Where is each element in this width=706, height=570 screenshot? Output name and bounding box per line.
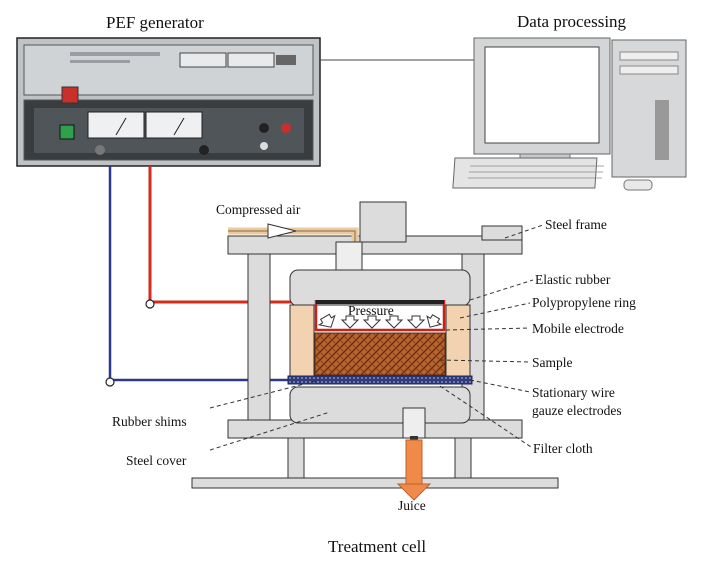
leader-lines xyxy=(209,224,544,451)
elastic-rubber-label: Elastic rubber xyxy=(535,272,611,287)
pressure-arrows xyxy=(317,313,443,329)
steel-frame xyxy=(191,201,559,489)
pef-generator-title: PEF generator xyxy=(106,13,204,32)
treatment-cell-caption: Treatment cell xyxy=(328,537,426,556)
pressure-label: Pressure xyxy=(348,303,394,318)
juice-label: Juice xyxy=(398,498,426,513)
pef-generator-cabinet xyxy=(16,37,321,167)
stationary-electrode-label-2: gauze electrodes xyxy=(532,403,622,418)
mobile-electrode-label: Mobile electrode xyxy=(532,321,624,336)
blue-wire xyxy=(105,166,290,387)
stationary-electrode-label-1: Stationary wire xyxy=(532,385,615,400)
polypropylene-ring-label: Polypropylene ring xyxy=(532,295,636,310)
filter-cloth-label: Filter cloth xyxy=(533,441,593,456)
steel-frame-label: Steel frame xyxy=(545,217,607,232)
juice-arrow xyxy=(396,436,432,501)
sample-label: Sample xyxy=(532,355,573,370)
rubber-shims-label: Rubber shims xyxy=(112,414,187,429)
compressed-air-label: Compressed air xyxy=(216,202,301,217)
treatment-cell xyxy=(287,269,473,439)
data-processing-title: Data processing xyxy=(517,12,627,31)
steel-cover-label: Steel cover xyxy=(126,453,187,468)
computer-workstation xyxy=(452,37,687,191)
